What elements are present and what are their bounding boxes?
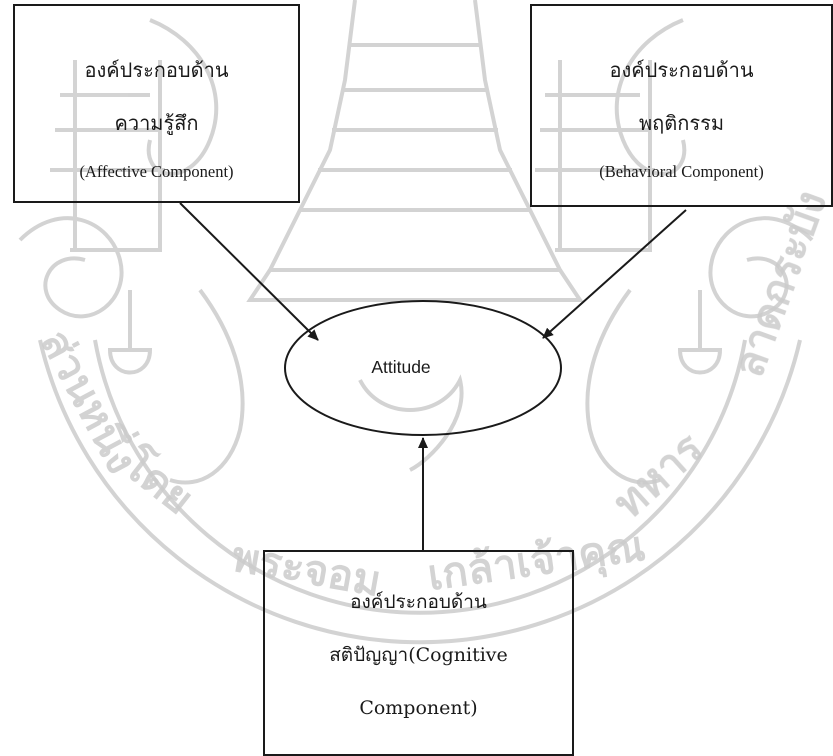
behavioral-component-box: องค์ประกอบด้าน พฤติกรรม (Behavioral Comp… (530, 4, 833, 207)
cognitive-component-box: องค์ประกอบด้าน สติปัญญา(Cognitive Compon… (263, 550, 574, 756)
cognitive-subtitle: สติปัญญา(Cognitive (329, 644, 508, 666)
edge-affective-to-attitude (179, 202, 319, 341)
cognitive-english-label: Component) (359, 697, 478, 719)
affective-title: องค์ประกอบด้าน (84, 58, 229, 82)
cognitive-title: องค์ประกอบด้าน (350, 591, 487, 613)
attitude-label: Attitude (371, 357, 431, 377)
behavioral-english-label: (Behavioral Component) (599, 162, 764, 181)
behavioral-title: องค์ประกอบด้าน (609, 58, 754, 82)
affective-english-label: (Affective Component) (79, 162, 234, 181)
attitude-ellipse (284, 300, 562, 436)
affective-subtitle: ความรู้สึก (114, 111, 199, 135)
affective-component-box: องค์ประกอบด้าน ความรู้สึก (Affective Com… (13, 4, 300, 203)
edge-behavioral-to-attitude (542, 209, 687, 339)
behavioral-subtitle: พฤติกรรม (638, 111, 725, 135)
